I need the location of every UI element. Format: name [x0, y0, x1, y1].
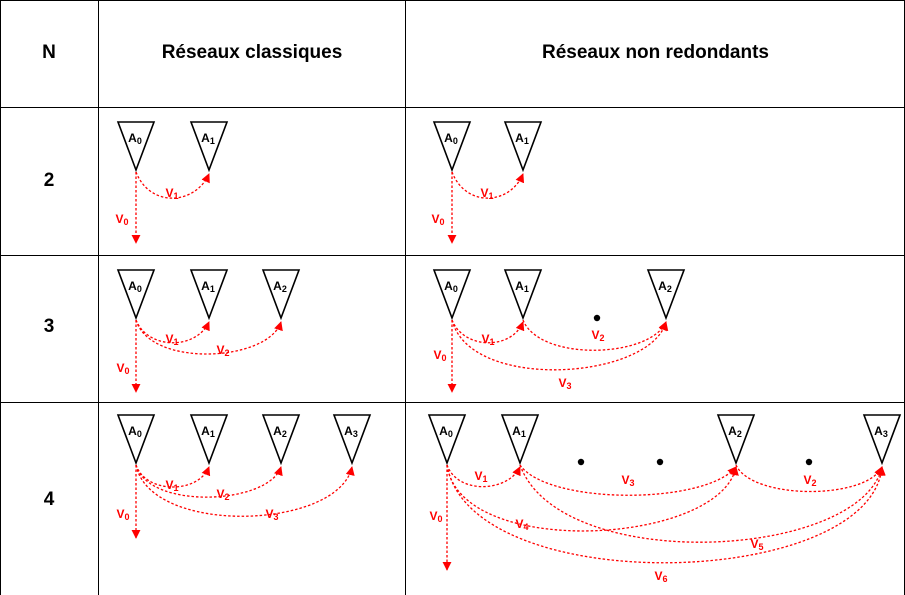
antenna-label-nr-n4-a3: A3 [874, 424, 888, 439]
arrow-classic-n4-v2 [135, 464, 283, 498]
row-n-4: 4 [43, 489, 55, 510]
arrow-classic-n2-v1 [135, 171, 210, 199]
antenna-label-nr-n4-a1: A1 [512, 424, 526, 439]
antenna-classic-n4-a3 [332, 414, 372, 466]
header-nonredundant-arrays: Réseaux non redondants [542, 42, 769, 63]
label-classic-n4-v2: V2 [216, 487, 229, 502]
arrow-nr-n3-v2 [522, 319, 667, 351]
arrow-classic-n3-v2 [135, 319, 283, 355]
antenna-label-nr-n4-a2: A2 [728, 424, 742, 439]
antenna-classic-n4-a1 [189, 414, 229, 466]
antenna-classic-n2-a1 [189, 121, 229, 173]
label-classic-n4-v3: V3 [265, 507, 278, 522]
antenna-label-classic-n4-a0: A0 [128, 424, 142, 439]
arrow-nr-n3-v1 [451, 319, 525, 344]
arrow-classic-n3-v1 [135, 319, 210, 344]
label-nr-n4-v4: V4 [515, 517, 528, 532]
label-nr-n4-v0: V0 [429, 509, 442, 524]
antenna-label-classic-n2-a0: A0 [128, 131, 142, 146]
label-nr-n4-v5: V5 [750, 537, 763, 552]
arrow-nr-n4-v3 [519, 464, 737, 496]
antenna-label-classic-n4-a2: A2 [273, 424, 287, 439]
arrow-nr-n4-v1 [446, 464, 521, 488]
antenna-label-nr-n2-a1: A1 [515, 131, 529, 146]
arrow-classic-n4-v1 [135, 464, 211, 488]
antenna-label-classic-n2-a1: A1 [201, 131, 215, 146]
label-nr-n4-v3: V3 [621, 473, 634, 488]
arrow-nr-n2-v1 [451, 171, 525, 199]
antenna-label-nr-n4-a0: A0 [439, 424, 453, 439]
antenna-nr-n2-a1 [503, 121, 543, 173]
antenna-nr-n4-a0 [427, 414, 467, 466]
antenna-nr-n4-a1 [500, 414, 540, 466]
antenna-classic-n3-a1 [189, 269, 229, 321]
antenna-label-nr-n3-a1: A1 [515, 279, 529, 294]
header-classic-arrays: Réseaux classiques [161, 42, 343, 63]
antenna-label-nr-n3-a2: A2 [658, 279, 672, 294]
antenna-label-classic-n3-a2: A2 [273, 279, 287, 294]
arrow-nr-n4-v2 [735, 464, 883, 493]
antenna-classic-n3-a0 [116, 269, 156, 321]
label-nr-n3-v0: V0 [433, 348, 446, 363]
arrow-nr-n4-v6 [446, 464, 886, 564]
antenna-label-classic-n4-a1: A1 [201, 424, 215, 439]
antenna-nr-n3-a1 [503, 269, 543, 321]
label-classic-n3-v0: V0 [116, 361, 129, 376]
antenna-nr-n4-a3 [862, 414, 902, 466]
antenna-classic-n3-a2 [261, 269, 301, 321]
row-n-2: 2 [43, 170, 55, 191]
label-classic-n3-v2: V2 [216, 343, 229, 358]
label-classic-n2-v0: V0 [115, 212, 128, 227]
label-classic-n3-v1: V1 [165, 332, 178, 347]
dot-nr-n3-1 [593, 314, 601, 322]
label-classic-n4-v0: V0 [116, 507, 129, 522]
arrow-classic-n4-v3 [135, 464, 355, 517]
label-nr-n4-v2: V2 [803, 473, 816, 488]
antenna-label-nr-n2-a0: A0 [444, 131, 458, 146]
antenna-nr-n4-a2 [716, 414, 756, 466]
label-classic-n2-v1: V1 [165, 186, 178, 201]
label-nr-n3-v1: V1 [481, 332, 494, 347]
label-nr-n3-v3: V3 [558, 376, 571, 391]
dot-nr-n4-3 [805, 458, 813, 466]
antenna-classic-n4-a2 [261, 414, 301, 466]
arrow-nr-n3-v3 [451, 319, 669, 371]
antenna-classic-n4-a0 [116, 414, 156, 466]
antenna-nr-n2-a0 [432, 121, 472, 173]
antenna-label-nr-n3-a0: A0 [444, 279, 458, 294]
antenna-label-classic-n3-a0: A0 [128, 279, 142, 294]
label-classic-n4-v1: V1 [165, 478, 178, 493]
label-nr-n4-v6: V6 [654, 569, 667, 584]
antenna-nr-n3-a0 [432, 269, 472, 321]
dot-nr-n4-2 [656, 458, 664, 466]
label-nr-n4-v1: V1 [474, 469, 487, 484]
label-nr-n3-v2: V2 [591, 328, 604, 343]
dot-nr-n4-1 [577, 458, 585, 466]
antenna-classic-n2-a0 [116, 121, 156, 173]
row-n-3: 3 [43, 316, 55, 337]
antenna-nr-n3-a2 [646, 269, 686, 321]
header-n: N [42, 42, 56, 63]
antenna-label-classic-n4-a3: A3 [344, 424, 358, 439]
antenna-label-classic-n3-a1: A1 [201, 279, 215, 294]
label-nr-n2-v0: V0 [431, 212, 444, 227]
label-nr-n2-v1: V1 [480, 186, 493, 201]
arrow-nr-n4-v4 [446, 464, 739, 532]
